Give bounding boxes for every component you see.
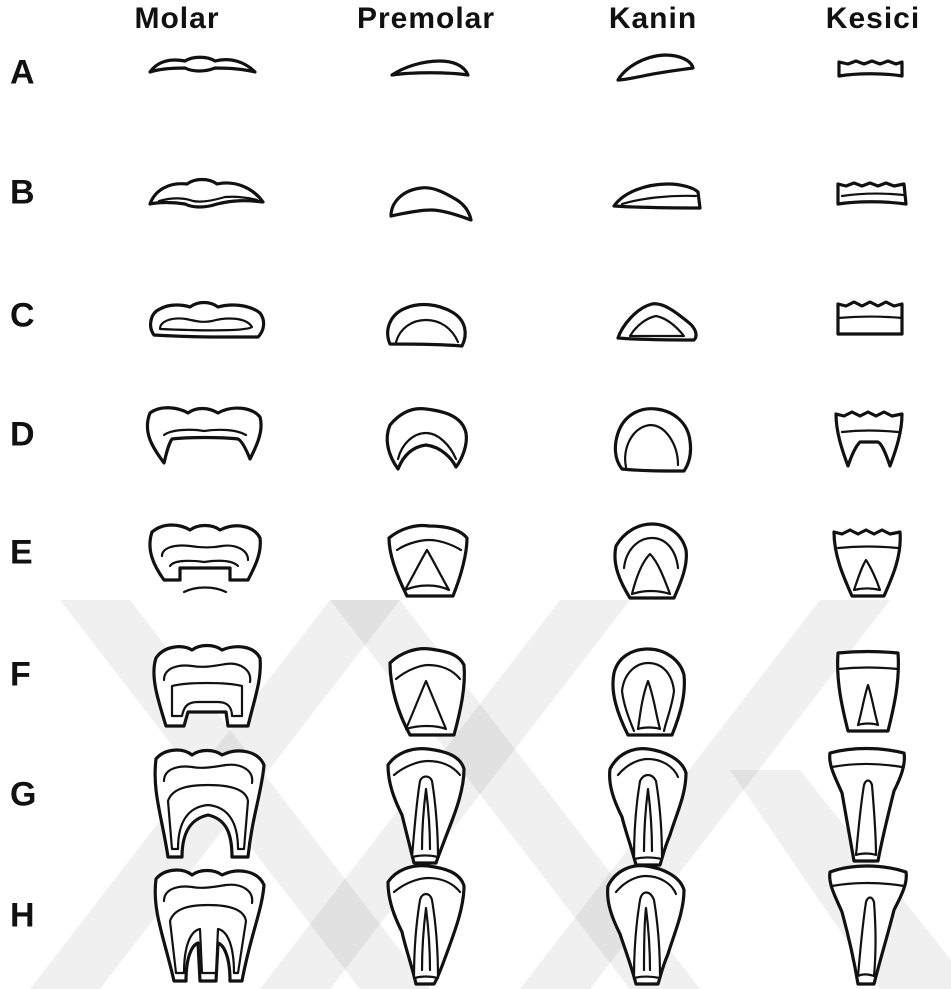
row-label-b: B [10, 174, 35, 213]
tooth-kesici-stage-b [834, 176, 910, 212]
row-label-h: H [10, 897, 35, 936]
tooth-molar-stage-b [145, 170, 267, 215]
row-label-f: F [10, 656, 31, 695]
tooth-kanin-stage-h [602, 862, 692, 988]
tooth-kesici-stage-h [826, 862, 910, 988]
tooth-premolar-stage-g [382, 745, 472, 867]
tooth-molar-stage-a [145, 52, 260, 82]
tooth-premolar-stage-e [383, 520, 473, 602]
tooth-premolar-stage-d [382, 403, 474, 471]
row-label-c: C [10, 297, 35, 336]
tooth-premolar-stage-b [385, 180, 480, 228]
tooth-kesici-stage-g [826, 745, 908, 867]
tooth-molar-stage-e [144, 520, 266, 600]
tooth-premolar-stage-h [382, 862, 472, 988]
tooth-molar-stage-f [148, 640, 266, 732]
column-header-premolar: Premolar [357, 2, 495, 36]
tooth-premolar-stage-f [384, 643, 472, 739]
tooth-premolar-stage-a [388, 55, 473, 85]
row-label-e: E [10, 534, 33, 573]
column-header-kanin: Kanin [609, 2, 697, 36]
tooth-kesici-stage-e [830, 520, 906, 602]
column-header-kesici: Kesici [826, 2, 920, 36]
tooth-molar-stage-h [146, 865, 270, 987]
tooth-molar-stage-d [142, 403, 268, 467]
row-label-d: D [10, 416, 35, 455]
column-header-molar: Molar [134, 2, 219, 36]
tooth-kanin-stage-d [606, 405, 698, 473]
tooth-kanin-stage-a [613, 50, 698, 88]
row-label-g: G [10, 776, 36, 815]
tooth-kanin-stage-b [610, 178, 705, 218]
tooth-molar-stage-c [146, 293, 268, 345]
tooth-kesici-stage-f [834, 647, 902, 737]
tooth-kanin-stage-e [606, 520, 696, 604]
tooth-kanin-stage-c [612, 296, 702, 346]
tooth-kesici-stage-d [832, 404, 908, 470]
tooth-kanin-stage-f [606, 645, 692, 741]
tooth-kesici-stage-c [834, 294, 906, 340]
tooth-premolar-stage-c [382, 298, 472, 353]
row-label-a: A [10, 54, 35, 93]
tooth-kesici-stage-a [836, 56, 906, 82]
tooth-molar-stage-g [146, 745, 270, 865]
tooth-kanin-stage-g [604, 745, 694, 867]
